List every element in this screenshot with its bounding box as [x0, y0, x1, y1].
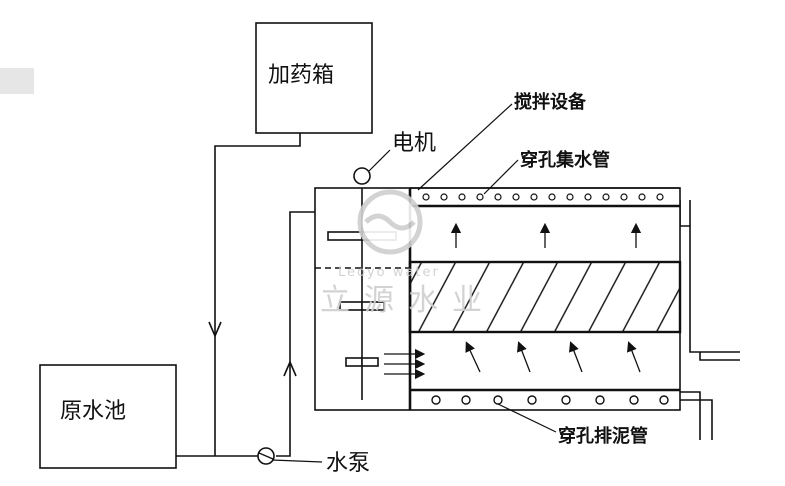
water-pump: 水泵 [257, 447, 370, 476]
raw-water-pool: 原水池 [39, 364, 177, 469]
raw-water-pool-label: 原水池 [60, 399, 126, 424]
watermark-en: Leoyo water [338, 265, 440, 280]
brand-logo-wave [364, 213, 416, 231]
brand-watermark: Leoyo water 立源水业 [320, 189, 496, 318]
collector-pipe-label: 穿孔集水管 [520, 149, 610, 171]
flow-arrows [384, 222, 642, 380]
collector-leader-line [483, 159, 519, 195]
sludge-pipe-label: 穿孔排泥管 [558, 425, 648, 447]
dosing-tank-label: 加药箱 [268, 63, 334, 88]
motor-label: 电机 [392, 131, 436, 156]
edge-smudge [0, 68, 34, 94]
watermark-cn: 立源水业 [320, 283, 496, 318]
water-pump-label: 水泵 [326, 451, 370, 476]
collector-holes [422, 193, 664, 201]
mixing-equipment-label: 搅拌设备 [514, 91, 587, 113]
motor: 电机 [353, 131, 436, 185]
sludge-holes [431, 395, 669, 405]
dosing-tank: 加药箱 [255, 22, 373, 134]
sludge-leader-line [497, 403, 557, 433]
mixing-leader-line [417, 103, 513, 191]
